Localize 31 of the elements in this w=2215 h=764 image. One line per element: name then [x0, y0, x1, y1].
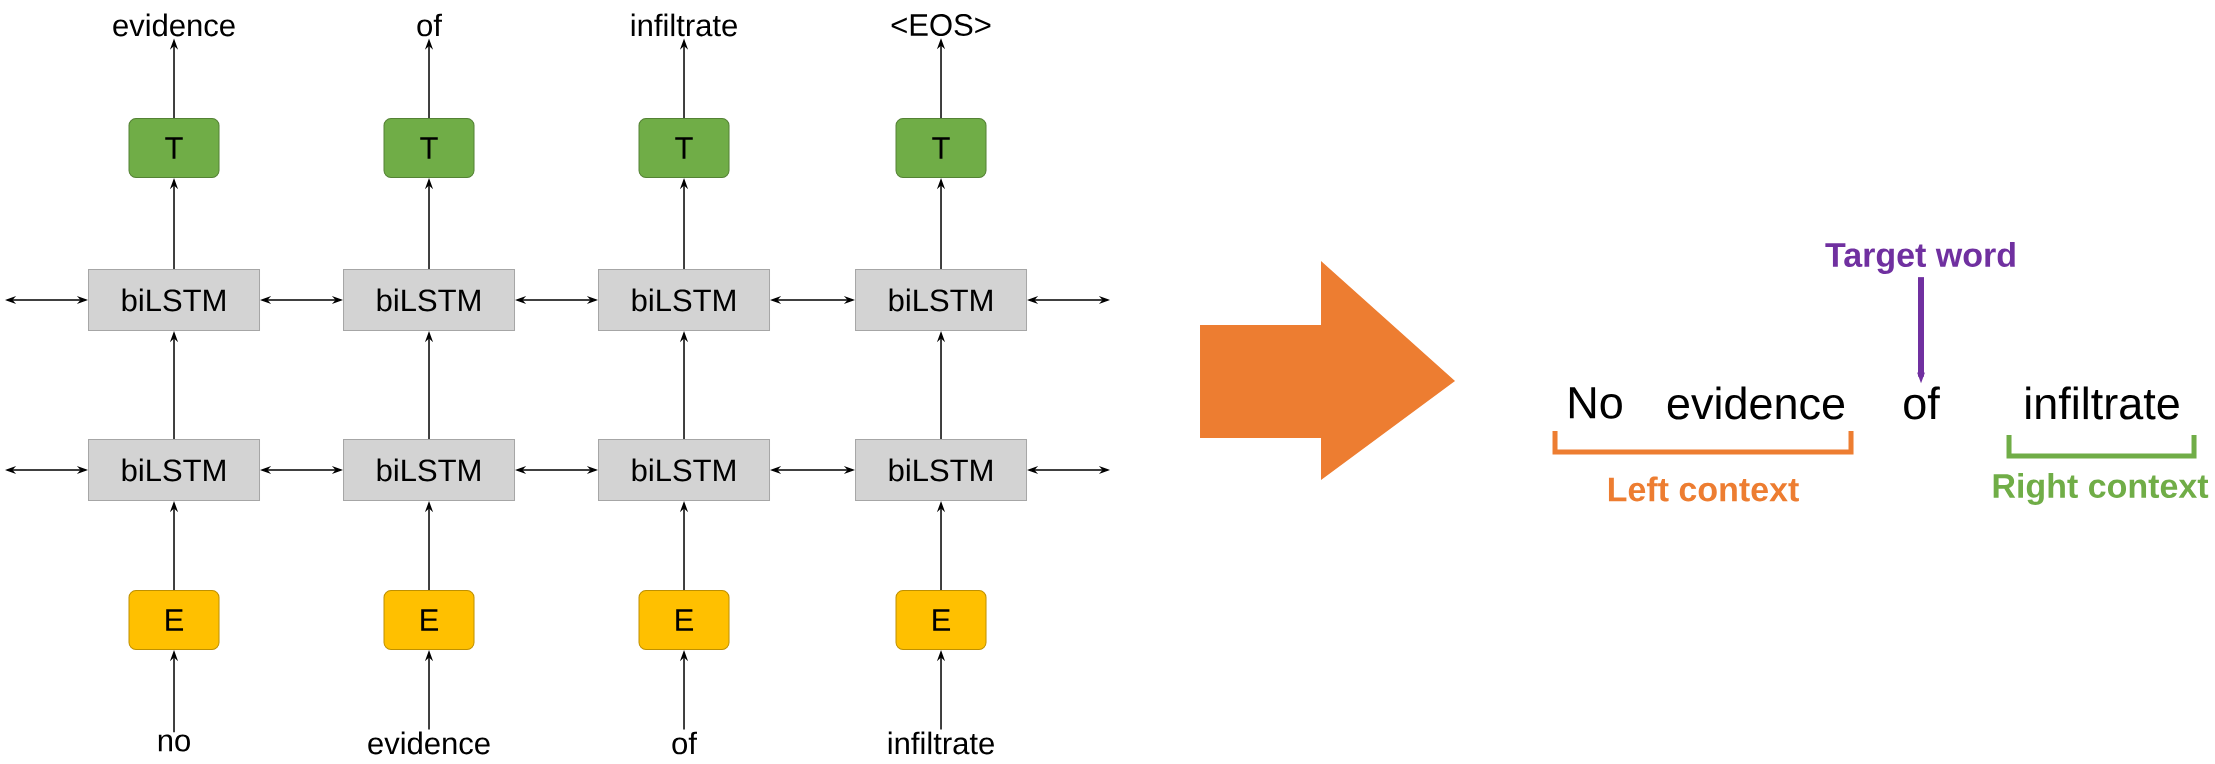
- word-label: of: [672, 731, 697, 755]
- word-label: <EOS>: [891, 14, 991, 36]
- bilstm-box: biLSTM: [88, 439, 260, 501]
- tag-box: T: [128, 118, 220, 178]
- sentence-word: of: [1904, 386, 1940, 420]
- embedding-box: E: [638, 590, 730, 650]
- target-label: Target word: [1825, 242, 2015, 274]
- tag-box: T: [895, 118, 987, 178]
- word-label: evidence: [113, 13, 235, 37]
- bilstm-box: biLSTM: [598, 439, 770, 501]
- word-label: of: [417, 13, 442, 37]
- word-label: no: [158, 734, 190, 752]
- bracket-label: Right context: [1993, 473, 2209, 505]
- bilstm-box: biLSTM: [855, 269, 1027, 331]
- embedding-box: E: [895, 590, 987, 650]
- sentence-word: No: [1569, 387, 1622, 419]
- bracket-label: Left context: [1608, 476, 1799, 502]
- word-label: infiltrate: [888, 731, 994, 755]
- bilstm-box: biLSTM: [598, 269, 770, 331]
- sentence-word: evidence: [1667, 386, 1845, 420]
- bilstm-box: biLSTM: [88, 269, 260, 331]
- word-label: evidence: [368, 731, 490, 755]
- embedding-box: E: [128, 590, 220, 650]
- tag-box: T: [383, 118, 475, 178]
- bilstm-box: biLSTM: [343, 439, 515, 501]
- bilstm-box: biLSTM: [343, 269, 515, 331]
- embedding-box: E: [383, 590, 475, 650]
- bilstm-box: biLSTM: [855, 439, 1027, 501]
- sentence-word: infiltrate: [2026, 386, 2179, 420]
- word-label: infiltrate: [631, 13, 737, 37]
- tag-box: T: [638, 118, 730, 178]
